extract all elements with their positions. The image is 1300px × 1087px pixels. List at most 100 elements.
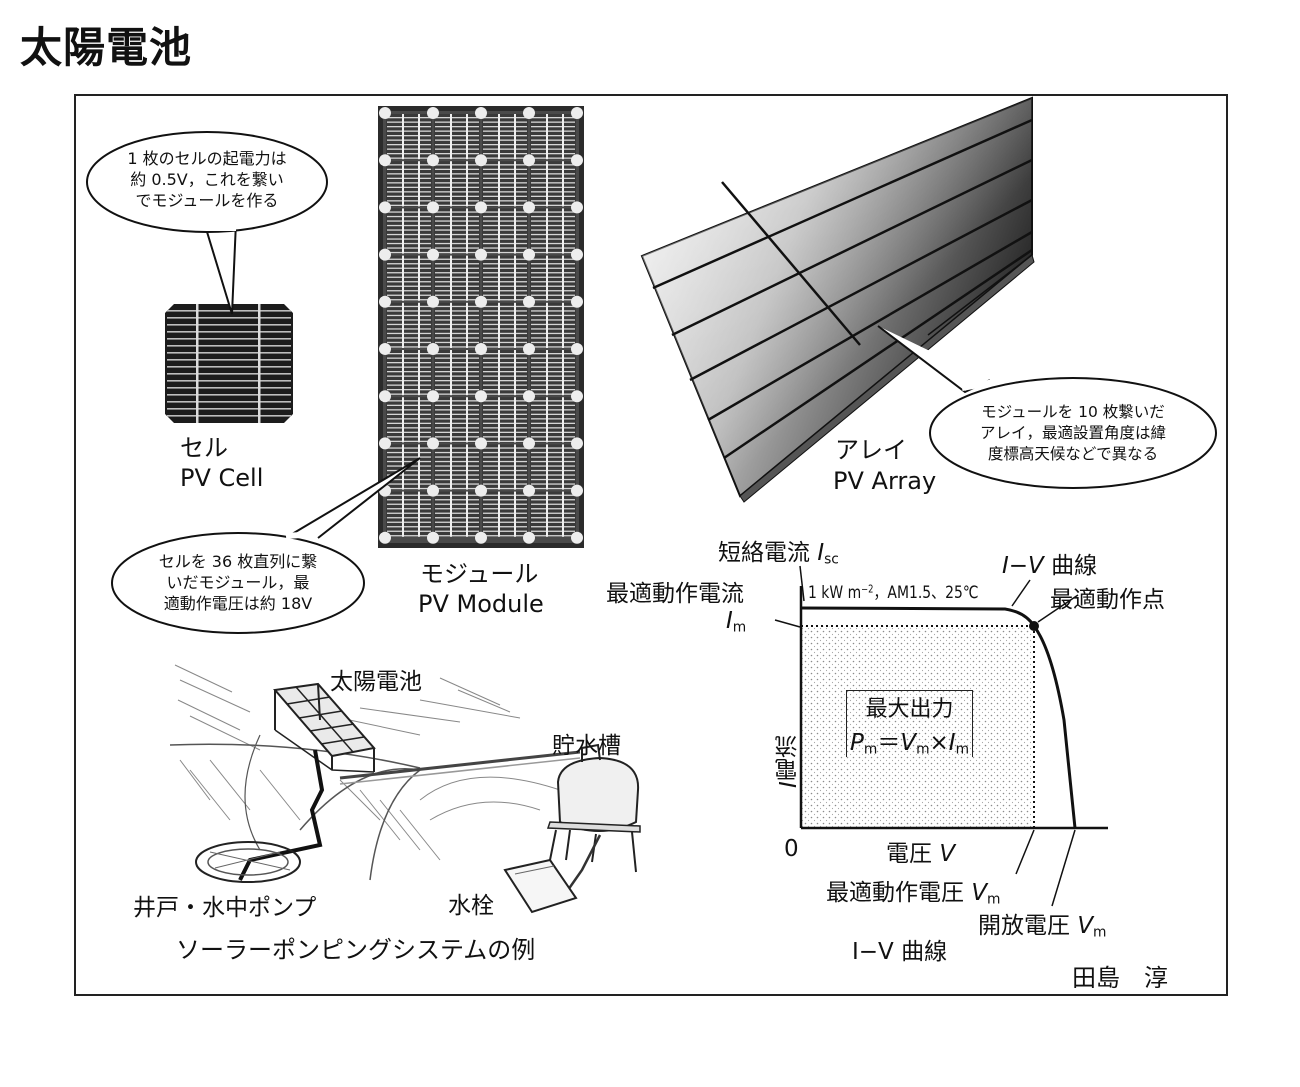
module-finger-line xyxy=(435,299,479,301)
module-busbar xyxy=(546,255,548,301)
module-finger-line xyxy=(387,299,431,301)
module-cell xyxy=(482,114,528,160)
cell-finger-line xyxy=(167,373,291,375)
module-cell-corner xyxy=(475,248,487,261)
module-busbar xyxy=(402,302,404,348)
array-callout-bubble xyxy=(877,325,1217,489)
module-busbar xyxy=(418,161,420,207)
module-cell xyxy=(530,491,576,537)
module-finger-line xyxy=(483,177,527,179)
array-label-en: PV Array xyxy=(833,467,937,495)
module-finger-line xyxy=(483,436,527,438)
module-finger-line xyxy=(531,494,575,496)
module-finger-line xyxy=(483,469,527,472)
module-cell xyxy=(530,350,576,396)
module-busbar xyxy=(514,444,516,490)
module-cell xyxy=(434,397,480,443)
module-finger-line xyxy=(387,508,431,510)
module-finger-line xyxy=(483,220,527,222)
module-finger-line xyxy=(531,521,575,523)
module-cell-corner xyxy=(427,390,439,403)
module-finger-line xyxy=(531,499,575,501)
module-cell-corner xyxy=(571,154,583,167)
module-finger-line xyxy=(483,328,527,330)
module-finger-line xyxy=(483,285,527,287)
module-finger-line xyxy=(387,517,431,519)
module-finger-line xyxy=(483,508,527,510)
module-finger-line xyxy=(531,451,575,454)
module-finger-line xyxy=(531,323,575,326)
module-finger-line xyxy=(387,220,431,222)
module-finger-line xyxy=(483,117,527,119)
module-cell xyxy=(482,444,528,490)
module-finger-line xyxy=(435,332,479,335)
module-finger-line xyxy=(483,346,527,348)
module-finger-line xyxy=(435,393,479,395)
module-busbar xyxy=(498,444,500,490)
pump-caption: ソーラーポンピングシステムの例 xyxy=(176,936,536,964)
module-finger-line xyxy=(531,281,575,283)
module-cell-corner xyxy=(523,107,535,119)
module-finger-line xyxy=(387,499,431,501)
module-finger-line xyxy=(435,247,479,249)
module-finger-line xyxy=(387,126,431,128)
module-finger-line xyxy=(531,357,575,359)
module-finger-line xyxy=(531,186,575,188)
module-finger-line xyxy=(483,530,527,532)
module-finger-line xyxy=(531,242,575,245)
module-finger-line xyxy=(435,229,479,231)
module-finger-line xyxy=(531,191,575,193)
module-finger-line xyxy=(483,195,527,197)
module-finger-line xyxy=(435,384,479,386)
module-busbar xyxy=(546,208,548,254)
module-finger-line xyxy=(435,263,479,265)
module-finger-line xyxy=(483,487,527,490)
module-finger-line xyxy=(531,447,575,449)
module-cell xyxy=(434,302,480,348)
module-finger-line xyxy=(435,337,479,339)
condition-label: 1 kW m−2，AM1.5、25℃ xyxy=(808,583,979,603)
module-busbar xyxy=(450,114,452,160)
module-finger-line xyxy=(531,204,575,206)
module-cell-corner xyxy=(523,343,535,355)
module-finger-line xyxy=(387,215,431,218)
module-finger-line xyxy=(435,362,479,364)
module-finger-line xyxy=(483,153,527,155)
author-name: 田島 淳 xyxy=(1072,964,1168,992)
module-finger-line xyxy=(387,294,431,296)
module-cell-corner xyxy=(523,201,535,214)
module-busbar xyxy=(418,397,420,443)
module-cell xyxy=(482,397,528,443)
cell-finger-line xyxy=(167,415,291,417)
module-finger-line xyxy=(387,276,431,278)
module-finger-line xyxy=(483,135,527,137)
module-finger-line xyxy=(435,211,479,213)
module-finger-line xyxy=(531,272,575,274)
module-finger-line xyxy=(435,319,479,321)
module-finger-line xyxy=(387,380,431,382)
module-busbar xyxy=(466,444,468,490)
module-finger-line xyxy=(387,229,431,231)
module-cell-corner xyxy=(571,437,583,450)
module-busbar xyxy=(466,302,468,348)
module-finger-line xyxy=(387,319,431,321)
module-finger-line xyxy=(531,126,575,128)
module-finger-line xyxy=(483,267,527,269)
module-finger-line xyxy=(387,436,431,438)
module-finger-line xyxy=(483,323,527,326)
module-finger-line xyxy=(483,341,527,344)
module-finger-line xyxy=(531,337,575,339)
module-busbar xyxy=(498,302,500,348)
module-finger-line xyxy=(435,168,479,170)
module-finger-line xyxy=(531,310,575,312)
module-finger-line xyxy=(387,362,431,364)
module-finger-line xyxy=(531,393,575,395)
module-busbar xyxy=(562,302,564,348)
module-finger-line xyxy=(531,258,575,260)
module-finger-line xyxy=(531,353,575,355)
module-cell-corner xyxy=(475,484,487,497)
module-finger-line xyxy=(531,294,575,296)
module-finger-line xyxy=(483,224,527,227)
iv-chart xyxy=(774,565,1108,907)
module-finger-line xyxy=(387,191,431,193)
